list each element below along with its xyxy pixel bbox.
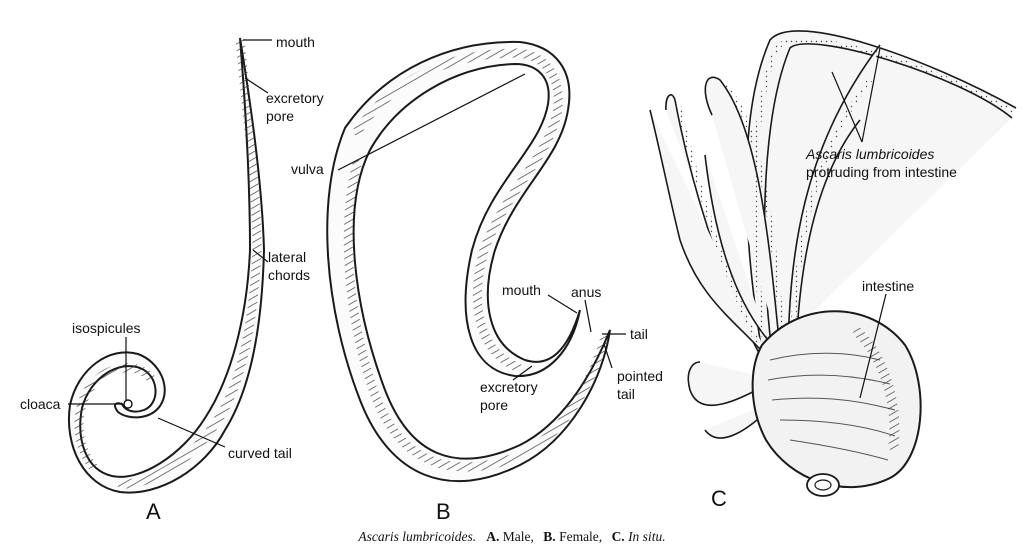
worms-in-situ	[649, 30, 1017, 439]
caption-b-text: Female,	[559, 529, 603, 544]
label-pointed-tail: pointed	[617, 368, 663, 384]
caption-a-text: Male,	[502, 529, 534, 544]
label-mouth-b: mouth	[502, 282, 541, 298]
caption-c-letter: C.	[611, 529, 625, 544]
label-tail: tail	[630, 326, 648, 342]
label-excretory-pore-b-2: pore	[480, 397, 508, 413]
label-anus: anus	[571, 284, 601, 300]
label-isospicules: isospicules	[72, 320, 140, 336]
label-excretory-pore-a-2: pore	[266, 108, 294, 124]
male-leaders	[68, 39, 272, 448]
label-protruding: protruding from intestine	[806, 164, 957, 180]
caption-c-text: In situ.	[628, 529, 666, 544]
panel-letter-a: A	[146, 499, 161, 524]
in-situ-leaders	[831, 47, 887, 399]
label-ascaris: Ascaris lumbricoides	[805, 146, 934, 162]
female-worm	[326, 40, 611, 483]
figure-caption: Ascaris lumbricoides. A. Male, B. Female…	[0, 529, 1024, 545]
label-mouth-a: mouth	[276, 34, 315, 50]
label-excretory-pore-a: excretory	[266, 90, 324, 106]
panel-letter-b: B	[436, 499, 451, 524]
worm-texture	[675, 38, 1016, 358]
caption-species: Ascaris lumbricoides.	[358, 529, 477, 544]
label-vulva: vulva	[291, 161, 324, 177]
caption-b-letter: B.	[543, 529, 556, 544]
label-excretory-pore-b: excretory	[480, 379, 538, 395]
caption-a-letter: A.	[486, 529, 500, 544]
female-leaders	[337, 73, 626, 381]
label-pointed-tail-2: tail	[617, 386, 635, 402]
panel-letter-c: C	[711, 486, 727, 511]
label-lateral-chords-2: chords	[268, 267, 310, 283]
label-curved-tail: curved tail	[228, 445, 292, 461]
label-cloaca: cloaca	[20, 396, 61, 412]
male-worm	[68, 37, 266, 494]
intestine-shape	[751, 310, 922, 497]
label-lateral-chords: lateral	[268, 249, 306, 265]
label-intestine: intestine	[862, 278, 914, 294]
